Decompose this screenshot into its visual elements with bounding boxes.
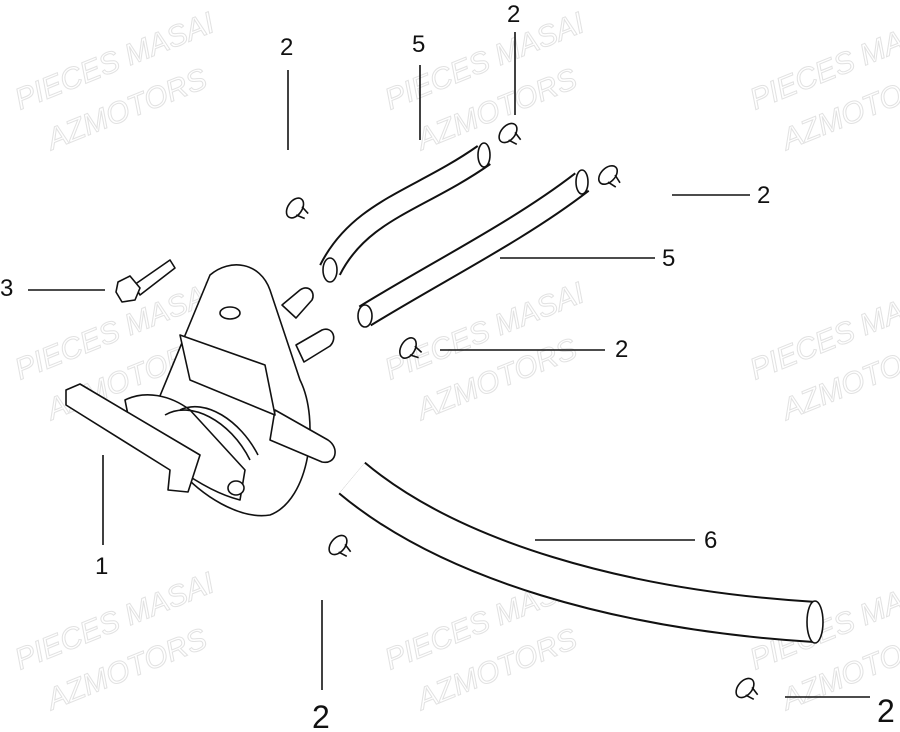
hose-clip[interactable]: [595, 162, 625, 192]
callout-label: 2: [615, 336, 628, 363]
callout-label: 2: [507, 1, 520, 28]
main-hose[interactable]: [338, 461, 824, 644]
long-hose[interactable]: [357, 169, 590, 328]
hose-clip[interactable]: [283, 195, 313, 225]
callout-label: 5: [412, 31, 425, 58]
hose-clip[interactable]: [496, 120, 526, 150]
callout-label: 1: [95, 553, 108, 580]
fuel-tap[interactable]: [65, 264, 336, 517]
callout-label: 2: [312, 699, 330, 732]
hose-clip[interactable]: [396, 335, 425, 365]
bolt[interactable]: [115, 259, 176, 303]
leader-lines: [28, 32, 870, 698]
callout-label: 3: [0, 275, 13, 302]
callout-label: 2: [877, 693, 895, 729]
callout-label: 5: [662, 245, 675, 272]
callout-label: 6: [704, 527, 717, 554]
short-hose[interactable]: [319, 142, 491, 283]
hose-clip[interactable]: [733, 675, 763, 705]
hose-clip[interactable]: [326, 532, 356, 562]
callout-label: 2: [757, 182, 770, 209]
callout-label: 2: [280, 34, 293, 61]
